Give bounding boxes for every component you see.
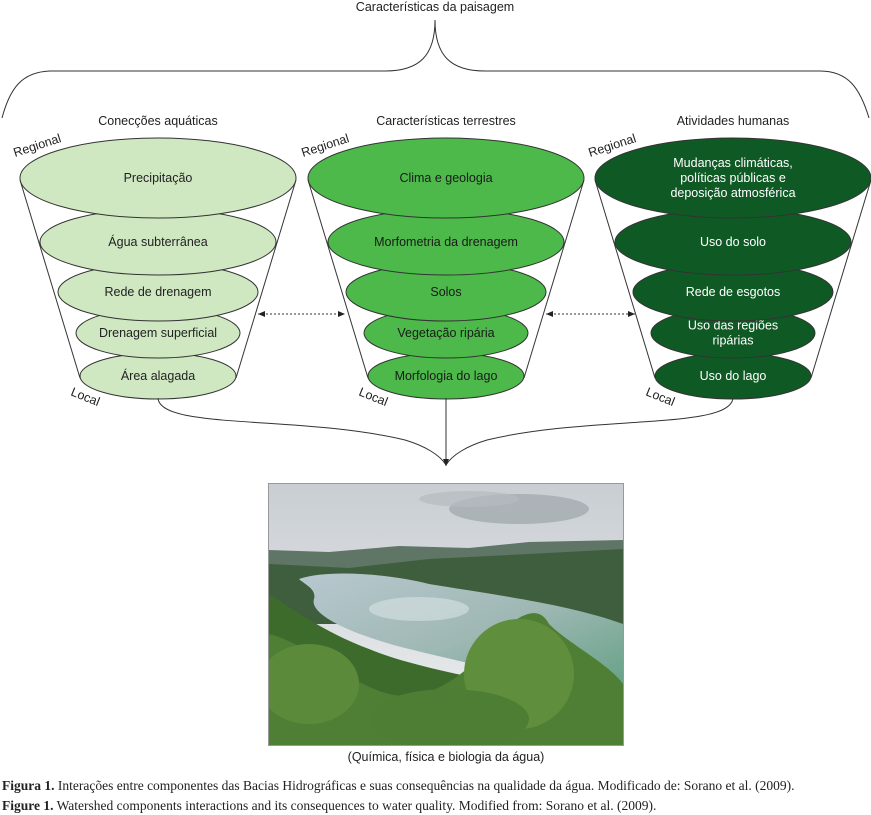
funnel-layer: Precipitação [19, 137, 297, 219]
layer-ellipse [19, 137, 297, 219]
layer-label: ripárias [713, 334, 754, 348]
funnel-layer: Uso do solo [614, 208, 852, 276]
funnel-side-left [19, 179, 81, 379]
layer-label: Vegetação ripária [397, 326, 494, 340]
funnel-layer: Vegetação ripária [363, 307, 529, 359]
layer-label: políticas públicas e [680, 171, 786, 185]
diagram-title: Características da paisagem [356, 0, 514, 14]
layer-ellipse [307, 137, 585, 219]
watershed-diagram: Características da paisagem Conecções aq… [1, 0, 871, 466]
funnel-side-right [235, 179, 297, 379]
converge-left-curve [157, 397, 447, 466]
layer-label: Mudanças climáticas, [673, 156, 793, 170]
layer-label: Morfologia do lago [395, 369, 498, 383]
funnel-layer: Clima e geologia [307, 137, 585, 219]
funnel-layer: Drenagem superficial [75, 307, 241, 359]
funnel-layer: Morfometria da drenagem [327, 208, 565, 276]
funnel-side-left [594, 179, 656, 379]
landscape-brace [1, 19, 870, 119]
photo-caption: (Química, física e biologia da água) [347, 750, 545, 764]
figure-label-pt: Figura 1. [2, 778, 55, 793]
layer-label: Precipitação [124, 171, 193, 185]
layer-label: Rede de drenagem [104, 285, 211, 299]
funnel-side-right [810, 179, 871, 379]
lake-photo [268, 483, 624, 746]
funnel-heading: Conecções aquáticas [98, 114, 218, 128]
layer-label: Uso do lago [700, 369, 767, 383]
layer-label: Área alagada [121, 368, 195, 383]
figure-text-pt: Interações entre componentes das Bacias … [54, 778, 795, 793]
funnel-layer: Mudanças climáticas,políticas públicas e… [594, 137, 871, 219]
layer-label: deposição atmosférica [670, 186, 795, 200]
funnel-layer: Água subterrânea [39, 208, 277, 276]
layer-label: Drenagem superficial [99, 326, 217, 340]
layer-label: Uso do solo [700, 235, 766, 249]
figure-label-en: Figure 1. [2, 798, 54, 813]
layer-label: Rede de esgotos [686, 285, 781, 299]
converge-right-curve [445, 397, 734, 466]
layer-label: Clima e geologia [399, 171, 492, 185]
funnel-layer: Solos [345, 262, 547, 322]
funnel-layer: Uso do lago [654, 352, 812, 400]
layer-label: Morfometria da drenagem [374, 235, 518, 249]
layer-label: Uso das regiões [688, 319, 778, 333]
layer-ellipse [594, 137, 871, 219]
funnel-side-right [523, 179, 585, 379]
figure-caption-en: Figure 1. Watershed components interacti… [2, 798, 656, 814]
funnel-heading: Atividades humanas [677, 114, 790, 128]
funnel-heading: Características terrestres [376, 114, 516, 128]
funnel-layer: Área alagada [79, 352, 237, 400]
funnel-layer: Rede de drenagem [57, 262, 259, 322]
layer-label: Solos [430, 285, 461, 299]
funnel-layer: Morfologia do lago [367, 352, 525, 400]
funnel-layer: Rede de esgotos [632, 262, 834, 322]
funnel-side-left [307, 179, 369, 379]
figure-caption-pt: Figura 1. Interações entre componentes d… [2, 778, 794, 794]
layer-label: Água subterrânea [108, 234, 207, 249]
figure-text-en: Watershed components interactions and it… [53, 798, 657, 813]
